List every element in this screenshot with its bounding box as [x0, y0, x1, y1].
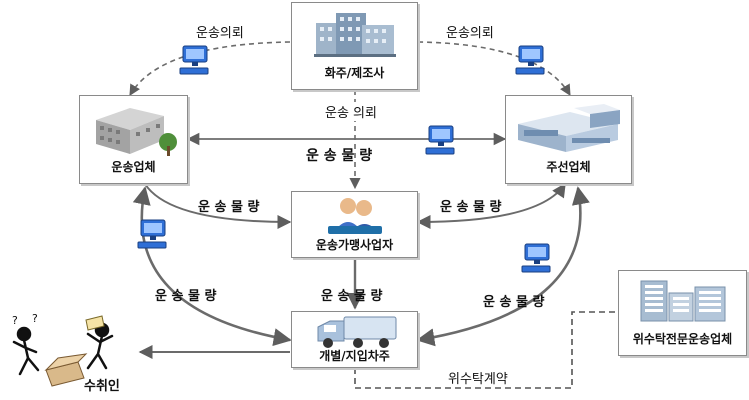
shipper-label: 화주/제조사: [324, 66, 385, 80]
cargo-arrow-right-lower: [416, 186, 590, 347]
computer-icon: [179, 45, 209, 75]
subcontract-company-node: 위수탁전문운송업체: [618, 270, 747, 356]
cargo-arrow-left-lower: [132, 186, 292, 347]
computer-icon: [521, 243, 551, 273]
franchise-node: 운송가맹사업자: [291, 191, 418, 258]
building-icon: [314, 13, 396, 57]
owner-driver-node: 개별/지입차주: [291, 311, 418, 368]
cargo-label-right-lower: 운 송 물 량: [483, 295, 545, 310]
svg-text:?: ?: [12, 314, 18, 327]
request-arrow-right: [417, 41, 571, 96]
office-block-icon: [96, 108, 177, 156]
cargo-label-horizontal: 운 송 물 량: [306, 148, 373, 164]
receiver-label: 수취인: [84, 379, 120, 394]
transport-company-label: 운송업체: [111, 160, 156, 174]
contract-label: 위수탁계약: [448, 372, 508, 387]
subcontract-company-label: 위수탁전문운송업체: [632, 332, 733, 346]
people-icon: [328, 198, 382, 234]
cargo-label-left-lower: 운 송 물 량: [155, 289, 217, 304]
shipper-node: 화주/제조사: [291, 2, 418, 90]
transport-company-node: 운송업체: [79, 95, 188, 184]
contract-line: [354, 311, 618, 389]
franchise-label: 운송가맹사업자: [315, 238, 394, 252]
warehouse-icon: [518, 104, 620, 152]
request-label-center: 운송 의뢰: [325, 102, 377, 121]
computer-icon: [425, 125, 455, 155]
computer-icon: [137, 219, 167, 249]
request-arrow-left: [129, 41, 291, 96]
office-block-icon: [640, 280, 726, 322]
owner-driver-label: 개별/지입차주: [319, 349, 390, 363]
recipient-icon: ? ?: [2, 312, 130, 396]
cargo-label-left-upper: 운 송 물 량: [198, 200, 260, 215]
request-label-left: 운송의뢰: [196, 26, 244, 41]
cargo-label-right-upper: 운 송 물 량: [440, 200, 502, 215]
svg-text:?: ?: [32, 312, 38, 325]
request-label-right: 운송의뢰: [446, 26, 494, 41]
truck-icon: [317, 316, 397, 348]
computer-icon: [515, 45, 545, 75]
forwarder-node: 주선업체: [505, 95, 632, 184]
cargo-label-center-lower: 운 송 물 량: [321, 289, 383, 304]
forwarder-label: 주선업체: [546, 160, 591, 174]
